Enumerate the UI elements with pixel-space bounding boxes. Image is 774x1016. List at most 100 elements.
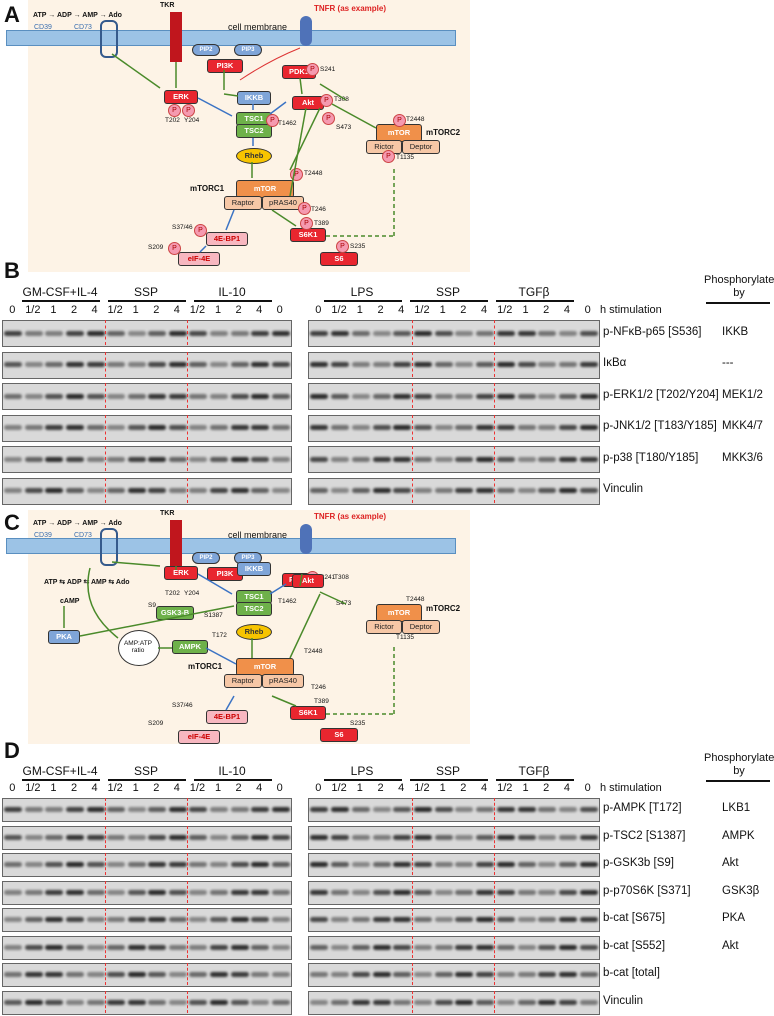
lane-label: 1/2 xyxy=(414,782,430,794)
ikkb-node-c: IKKB xyxy=(237,562,271,576)
lane-label: 2 xyxy=(377,782,384,794)
blot-band xyxy=(45,393,64,399)
blot-band xyxy=(434,972,453,977)
gsk3b-node: GSK3-B xyxy=(156,606,194,620)
blot-band xyxy=(331,807,350,812)
blot-band xyxy=(476,488,495,493)
kinase-label: GSK3β xyxy=(722,884,760,897)
h-stimulation-b: h stimulation xyxy=(600,304,662,316)
blot-band xyxy=(393,999,412,1005)
blot-band xyxy=(538,834,557,840)
blot-row-label: p-p38 [T180/Y185] xyxy=(603,451,699,464)
blot-band xyxy=(496,834,515,840)
blot-band xyxy=(230,889,249,895)
blot-band xyxy=(331,488,350,493)
blot-band xyxy=(24,330,43,336)
blot-band xyxy=(517,488,536,493)
group-separator xyxy=(104,990,106,1013)
blot-row-label: p-NFκB-p65 [S536] xyxy=(603,325,702,338)
cd39-label: CD39 xyxy=(34,24,52,31)
4ebp1-node-c: 4E-BP1 xyxy=(206,710,248,724)
kinase-label: MKK3/6 xyxy=(722,451,763,464)
blot-band xyxy=(230,807,249,812)
blot-band xyxy=(251,999,270,1005)
blot-band xyxy=(230,944,249,950)
group-separator xyxy=(187,990,189,1013)
4ebp1-node: 4E-BP1 xyxy=(206,232,248,246)
blot-band xyxy=(45,488,64,493)
blot-strip xyxy=(308,990,600,1015)
site-s3746: S37/46 xyxy=(172,224,193,231)
site-t1462: T1462 xyxy=(278,120,297,127)
site-s209: S209 xyxy=(148,244,164,251)
blot-band xyxy=(189,862,208,867)
group-separator xyxy=(411,383,413,408)
tsc2-node: TSC2 xyxy=(236,124,272,138)
group-separator xyxy=(494,880,496,903)
kinase-label: LKB1 xyxy=(722,802,751,814)
tnfr-receptor xyxy=(300,16,312,46)
tkr-label-c: TKR xyxy=(160,510,175,517)
phos-header-b: Phosphorylated by xyxy=(704,274,774,299)
blot-band xyxy=(189,330,208,336)
blot-band xyxy=(579,972,598,977)
blot-band xyxy=(517,834,536,840)
blot-band xyxy=(4,456,23,462)
blot-band xyxy=(331,362,350,367)
lane-label: 2 xyxy=(543,782,550,794)
blot-band xyxy=(107,393,126,399)
group-d-gmcsf: GM-CSF+IL-4 xyxy=(22,764,98,778)
blot-strip xyxy=(308,935,600,960)
blot-band xyxy=(455,488,474,493)
lane-label: 2 xyxy=(543,304,550,316)
group-b-ssp: SSP xyxy=(133,285,158,299)
blot-band xyxy=(4,362,23,367)
blot-band xyxy=(393,362,412,367)
kinase-label: MKK4/7 xyxy=(722,420,763,432)
blot-band xyxy=(86,889,105,895)
blot-band xyxy=(538,972,557,977)
blot-band xyxy=(148,362,167,367)
p-site-s6: P xyxy=(336,240,349,253)
lane-label: 2 xyxy=(153,782,160,794)
blot-band xyxy=(558,807,577,812)
blot-band xyxy=(434,362,453,367)
blot-band xyxy=(4,999,23,1005)
blot-band xyxy=(86,807,105,812)
h-stimulation-d: h stimulation xyxy=(600,782,662,794)
blot-band xyxy=(434,834,453,840)
blot-band xyxy=(107,488,126,493)
lane-label: 0 xyxy=(315,304,322,316)
blot-band xyxy=(148,944,167,950)
blot-band xyxy=(45,889,64,895)
site-t2448: T2448 xyxy=(304,170,323,177)
cell-membrane-label: cell membrane xyxy=(228,22,288,32)
p-site-akt-2: P xyxy=(322,112,335,125)
blot-band xyxy=(66,330,84,336)
blot-band xyxy=(579,456,598,462)
blot-band xyxy=(24,362,43,367)
blot-strip xyxy=(308,880,600,905)
group-separator xyxy=(187,477,189,503)
blot-band xyxy=(434,889,453,895)
blot-band xyxy=(558,889,577,895)
blot-band xyxy=(251,488,270,493)
blot-band xyxy=(310,834,329,840)
atp-chain-label-c: ATP → ADP → AMP → Ado xyxy=(33,520,122,527)
camp-label: cAMP xyxy=(60,598,80,605)
pip2-node: PIP2 xyxy=(192,44,220,56)
blot-band xyxy=(66,999,84,1005)
blot-band xyxy=(558,393,577,399)
blot-band xyxy=(66,362,84,367)
blot-band xyxy=(66,425,84,430)
phos-header-d: Phosphorylated by xyxy=(704,752,774,777)
blot-row-label: p-TSC2 [S1387] xyxy=(603,829,686,842)
group-separator xyxy=(187,798,189,820)
blot-band xyxy=(168,889,187,895)
blot-band xyxy=(351,456,370,462)
blot-band xyxy=(434,456,453,462)
group-separator xyxy=(104,446,106,471)
lane-label: 1 xyxy=(50,304,57,316)
site-t308: T308 xyxy=(334,96,349,103)
blot-band xyxy=(45,834,64,840)
